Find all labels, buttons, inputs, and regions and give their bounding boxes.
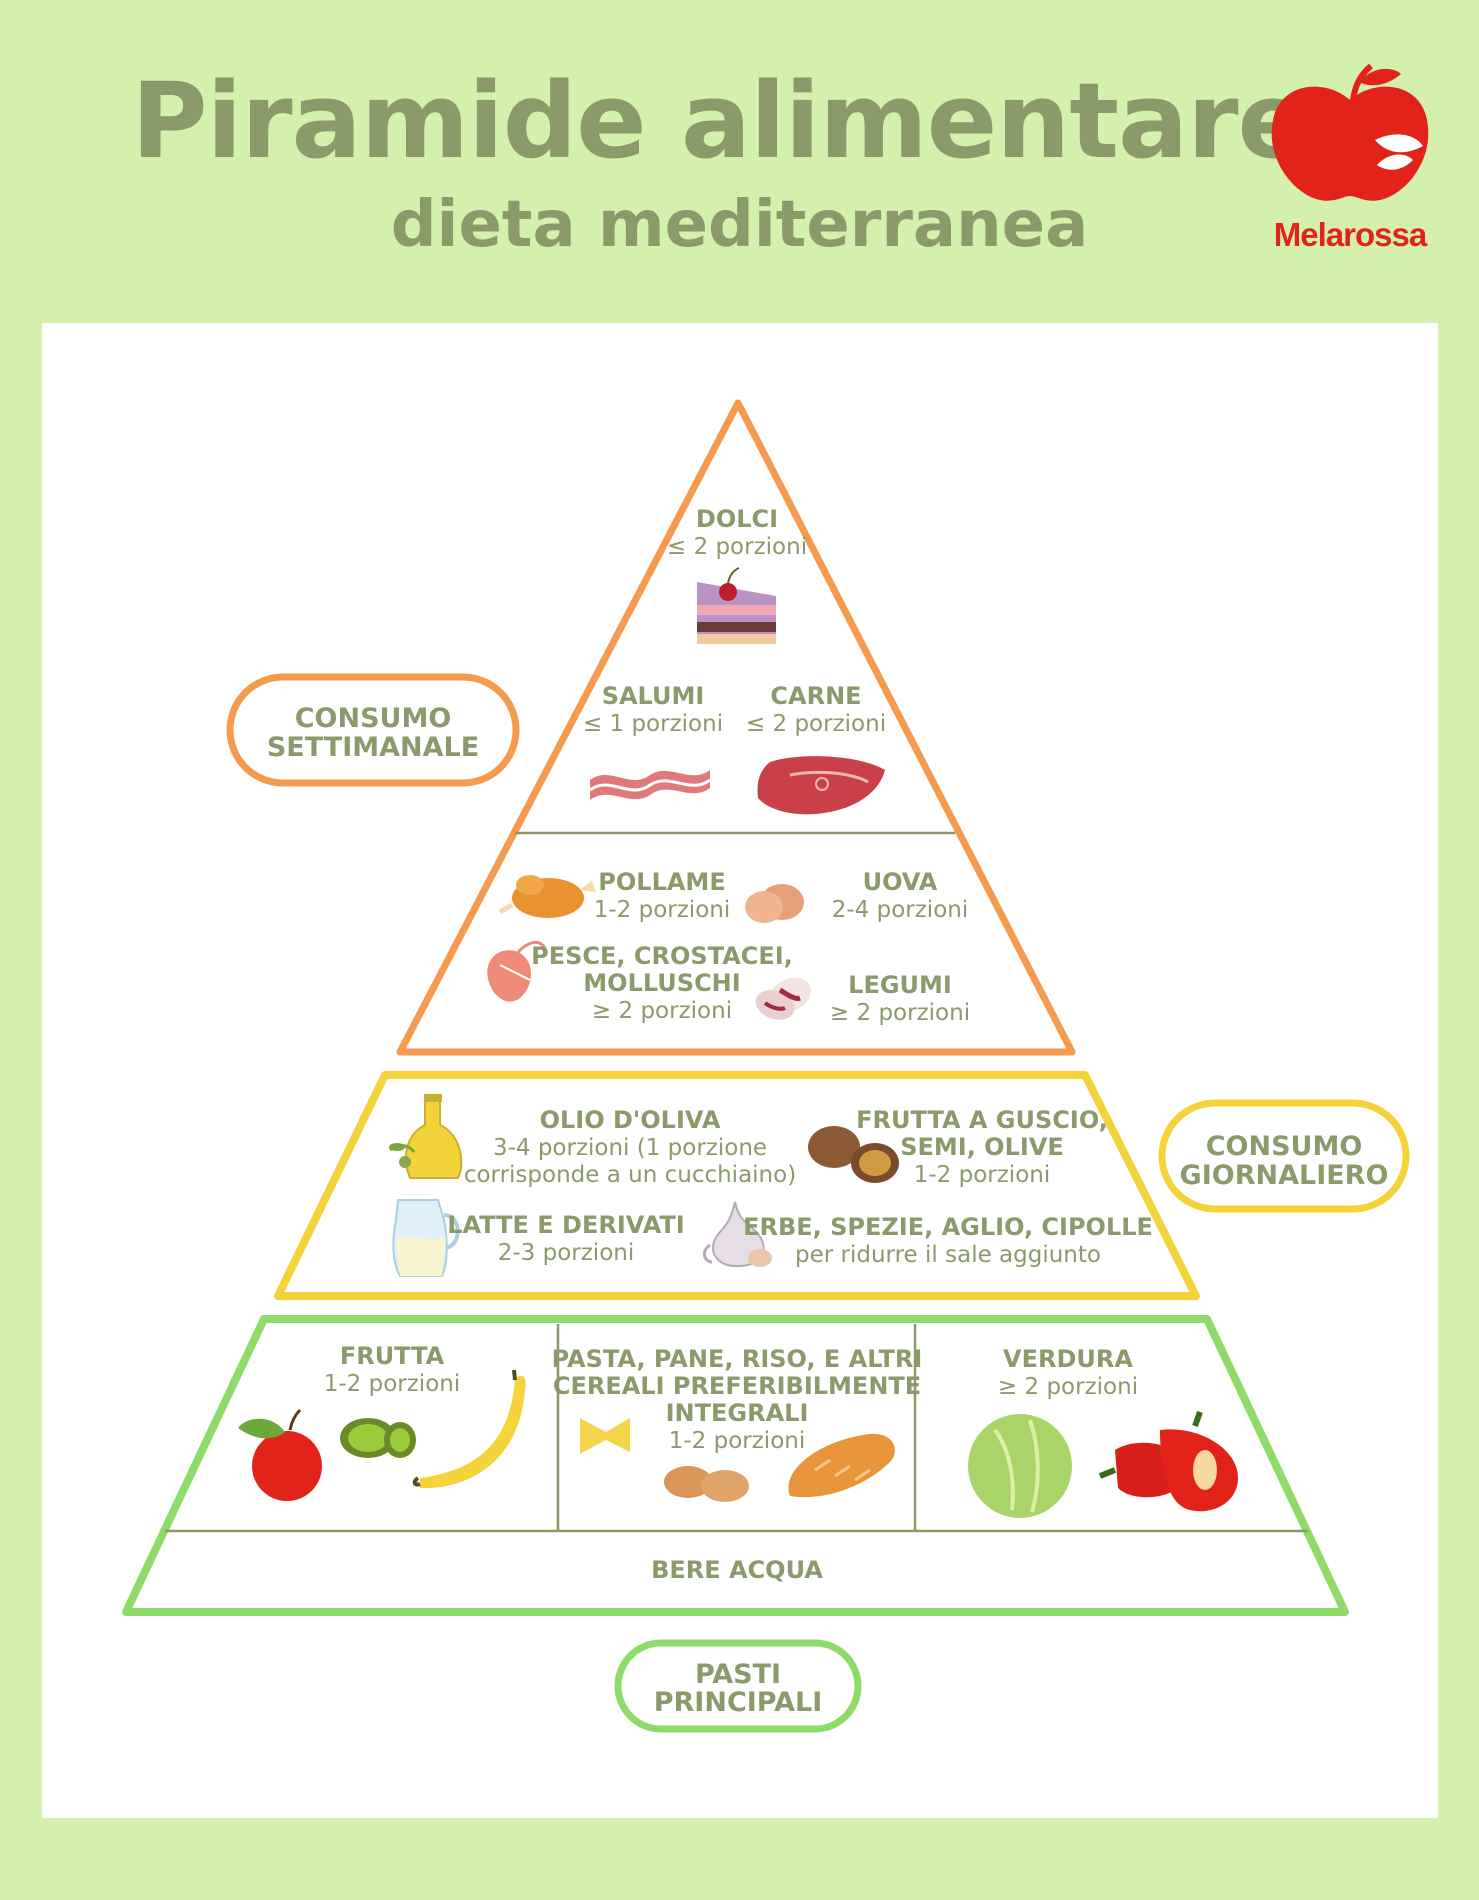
salumi-label: SALUMI [602,682,705,710]
brand-name: Melarossa [1273,216,1427,253]
fruit-icon [238,1369,526,1501]
meals-pill-line2: PRINCIPALI [654,1687,823,1718]
dolci-portions: ≤ 2 porzioni [667,534,807,560]
pollame-label: POLLAME [598,868,725,896]
milk-jug-icon [392,1199,460,1277]
daily-tier-outline [274,1071,1200,1300]
olio-label: OLIO D'OLIVA [540,1106,721,1134]
apple-logo-icon [1271,63,1429,201]
legumi-portions: ≥ 2 porzioni [830,1000,970,1026]
meals-pill [614,1639,862,1733]
pollame-portions: 1-2 porzioni [594,897,731,923]
olio-portions-line2: corrisponde a un cucchiaino) [464,1162,796,1188]
weekly-tier-outline [396,399,1076,1056]
legumi-label: LEGUMI [848,971,952,999]
cake-icon [697,567,776,644]
vegetable-icon [968,1410,1239,1518]
cereali-label-line1: PASTA, PANE, RISO, E ALTRI [552,1345,923,1373]
salumi-portions: ≤ 1 porzioni [583,711,723,737]
erbe-label: ERBE, SPEZIE, AGLIO, CIPOLLE [743,1213,1153,1241]
cereali-portions: 1-2 porzioni [669,1428,806,1454]
meals-tier-outline [122,1315,1349,1616]
pyramid-card [42,323,1438,1818]
page-title: Piramide alimentare: [131,60,1348,182]
bacon-icon [589,770,711,800]
frutta-guscio-label-line1: FRUTTA A GUSCIO, [856,1106,1108,1134]
meals-pill-line1: PASTI [695,1659,781,1690]
frutta-guscio-portions: 1-2 porzioni [914,1162,1051,1188]
uova-label: UOVA [863,868,938,896]
eggs-icon [745,884,804,923]
pesce-portions: ≥ 2 porzioni [592,998,732,1024]
oil-bottle-icon [389,1094,463,1179]
weekly-pill [226,673,520,787]
carne-portions: ≤ 2 porzioni [746,711,886,737]
shrimp-icon [487,941,547,1002]
acqua-label: BERE ACQUA [651,1556,823,1584]
daily-pill-line2: GIORNALIERO [1180,1160,1389,1191]
walnut-icon [808,1126,899,1183]
olio-portions-line1: 3-4 porzioni (1 porzione [493,1135,767,1161]
latte-label: LATTE E DERIVATI [447,1211,684,1239]
garlic-icon [702,1201,772,1268]
verdura-label: VERDURA [1003,1345,1133,1373]
uova-portions: 2-4 porzioni [832,897,969,923]
frutta-portions: 1-2 porzioni [324,1371,461,1397]
weekly-pill-line1: CONSUMO [295,703,452,734]
erbe-portions: per ridurre il sale aggiunto [795,1242,1101,1268]
carne-label: CARNE [770,682,861,710]
daily-pill [1158,1099,1410,1213]
verdura-portions: ≥ 2 porzioni [998,1374,1138,1400]
dolci-label: DOLCI [696,505,778,533]
weekly-pill-line2: SETTIMANALE [267,732,479,763]
page-subtitle: dieta mediterranea [390,188,1089,262]
beans-icon [755,977,812,1020]
pesce-label-line2: MOLLUSCHI [583,969,740,997]
frutta-guscio-label-line2: SEMI, OLIVE [900,1133,1064,1161]
cereali-label-line3: INTEGRALI [666,1399,809,1427]
daily-pill-line1: CONSUMO [1206,1131,1363,1162]
cereali-label-line2: CEREALI PREFERIBILMENTE [553,1372,921,1400]
pesce-label-line1: PESCE, CROSTACEI, [531,942,793,970]
chicken-icon [498,875,596,918]
meat-icon [757,756,885,815]
latte-portions: 2-3 porzioni [498,1240,635,1266]
bread-pasta-icon [580,1418,895,1502]
frutta-label: FRUTTA [340,1342,445,1370]
